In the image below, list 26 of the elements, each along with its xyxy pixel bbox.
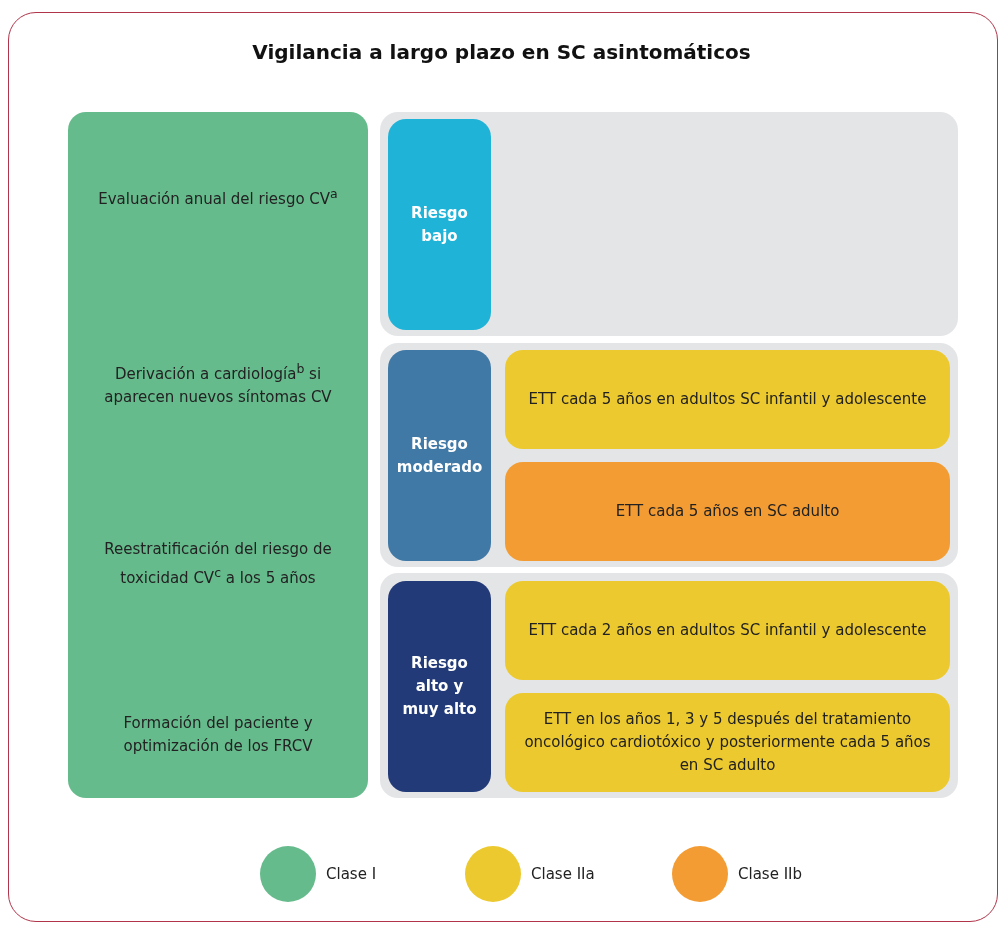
legend-label: Clase I	[326, 865, 377, 883]
legend-label: Clase IIb	[738, 865, 802, 883]
recommendation-text: ETT cada 5 años en adultos SC infantil y adolescente	[527, 389, 928, 410]
recommendation-text: ETT en los años 1, 3 y 5 después del tratamiento oncológico cardiotóxico y posteriormente cada 5 años en SC adulto	[523, 709, 932, 776]
risk-label-box	[388, 581, 491, 792]
recommendation-box	[505, 581, 950, 680]
diagram-title: Vigilancia a largo plazo en SC asintomáticos	[251, 40, 752, 64]
recommendation-text: Evaluación anual del riesgo CV$^{a}$	[97, 185, 339, 210]
risk-level-label: Riesgo moderado	[395, 433, 484, 478]
risk-label-box	[388, 119, 491, 330]
recommendation-text: Formación del paciente y optimización de los FRCV	[122, 713, 314, 757]
row-band	[380, 343, 958, 567]
recommendation-panel	[68, 112, 368, 798]
recommendation-text: Reestratificación del riesgo de toxicidad CV$^{c}$ a los 5 años	[103, 539, 333, 589]
recommendation-box	[505, 693, 950, 792]
row-band	[380, 573, 958, 798]
risk-level-label: Riesgo bajo	[410, 202, 469, 247]
row-band	[380, 112, 958, 336]
recommendation-text: ETT cada 2 años en adultos SC infantil y adolescente	[527, 620, 928, 641]
recommendation-text: Derivación a cardiología$^{b}$ si aparecen nuevos síntomas CV	[103, 360, 333, 408]
recommendation-box	[505, 462, 950, 561]
risk-label-box	[388, 350, 491, 561]
legend-label: Clase IIa	[531, 865, 595, 883]
recommendation-text: ETT cada 5 años en SC adulto	[614, 501, 841, 522]
risk-level-label: Riesgo alto y muy alto	[401, 653, 478, 720]
recommendation-box	[505, 350, 950, 449]
